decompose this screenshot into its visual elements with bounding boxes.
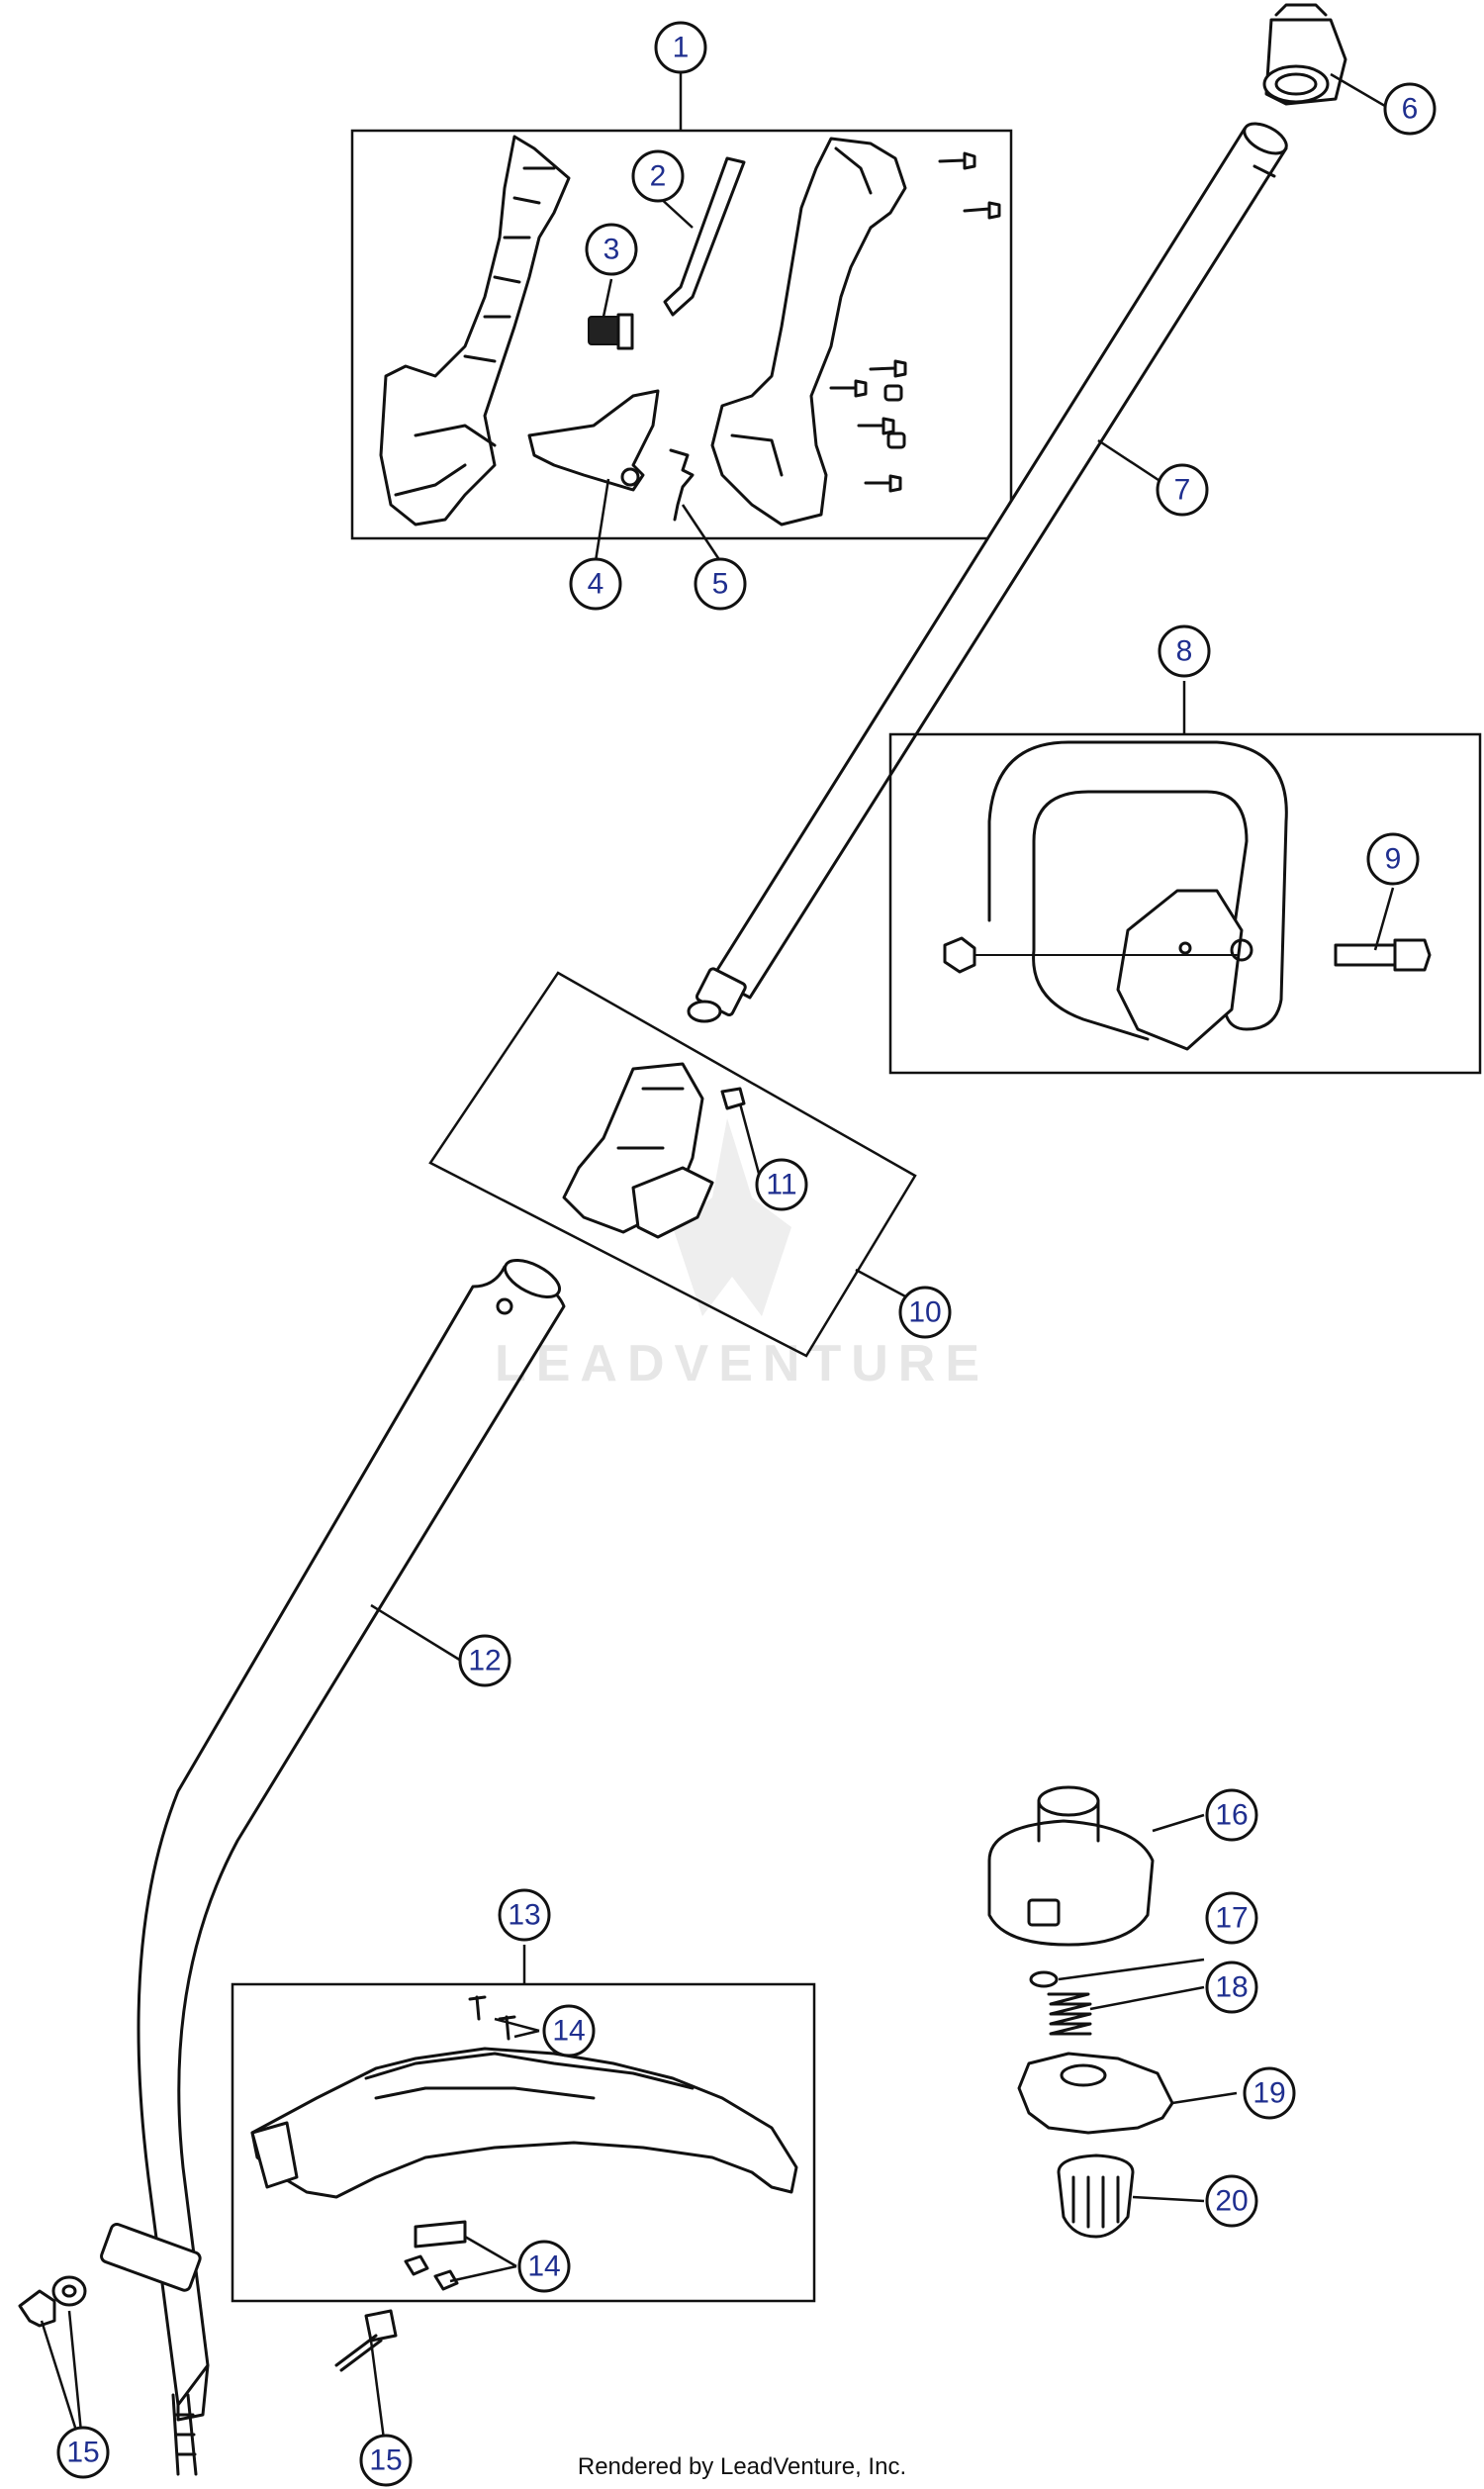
svg-text:14: 14 [552, 2015, 585, 2048]
shaft-coupler-assembly [428, 971, 917, 1358]
callout-5: 5 [694, 557, 747, 611]
trimmer-head [987, 1785, 1174, 2239]
callout-19: 19 [1243, 2066, 1296, 2120]
svg-text:8: 8 [1176, 635, 1193, 668]
wing-nut [18, 2289, 56, 2328]
callout-1: 1 [654, 21, 707, 74]
switch-rod [663, 156, 746, 317]
svg-text:16: 16 [1215, 1799, 1248, 1832]
svg-text:14: 14 [527, 2250, 560, 2283]
right-handle-housing [710, 137, 907, 527]
assist-handle-clamp [1116, 889, 1244, 1051]
mounting-hardware [18, 2275, 398, 2372]
callout-3: 3 [585, 223, 638, 276]
svg-text:11: 11 [766, 1169, 796, 1201]
guard-assembly [231, 1982, 816, 2303]
spool-washer [1029, 1970, 1059, 1988]
assist-handle-bolt [1334, 938, 1432, 972]
footer-credit: Rendered by LeadVenture, Inc. [578, 2453, 906, 2480]
callout-8: 8 [1158, 624, 1211, 678]
leader-lines [40, 67, 1395, 2455]
callout-2: 2 [631, 149, 685, 203]
svg-text:3: 3 [603, 234, 620, 266]
watermark-flame-logo [673, 1118, 791, 1316]
shaft-coupler-box [428, 971, 917, 1358]
watermark-text: LEADVENTURE [495, 1335, 989, 1392]
coupler-screw [720, 1087, 746, 1110]
callout-16: 16 [1205, 1788, 1258, 1842]
handle-screws [829, 151, 1001, 493]
callout-11: 11 [755, 1158, 808, 1211]
svg-text:1: 1 [673, 32, 690, 64]
left-handle-housing [379, 135, 571, 527]
callout-14-lower: 14 [517, 2240, 571, 2293]
carriage-bolt [364, 2309, 398, 2343]
callout-20: 20 [1205, 2174, 1258, 2228]
callout-14-upper: 14 [542, 2004, 596, 2058]
callout-15-right: 15 [359, 2434, 413, 2487]
svg-text:5: 5 [712, 568, 729, 601]
assist-handle-loop [987, 740, 1288, 1041]
callout-6: 6 [1383, 82, 1437, 136]
svg-text:4: 4 [588, 568, 604, 601]
svg-text:10: 10 [908, 1296, 941, 1329]
assist-handle-nut [943, 936, 976, 974]
washer [51, 2275, 87, 2307]
callout-4: 4 [569, 557, 622, 611]
spool-housing [987, 1819, 1155, 1947]
coupler-knob [631, 1166, 714, 1239]
callout-13: 13 [498, 1888, 551, 1942]
callout-15-left: 15 [56, 2426, 110, 2479]
svg-text:19: 19 [1252, 2077, 1285, 2110]
throttle-trigger [527, 389, 660, 492]
svg-text:6: 6 [1402, 93, 1419, 126]
trigger-spring [669, 448, 695, 522]
grass-guard [250, 2047, 798, 2199]
svg-text:13: 13 [508, 1899, 540, 1932]
shaft-coupler-cap [1262, 3, 1347, 106]
line-spool [1017, 2052, 1174, 2135]
upper-shaft [687, 122, 1288, 1023]
guard-mount-bracket [100, 2223, 202, 2292]
svg-text:15: 15 [369, 2444, 402, 2477]
svg-text:20: 20 [1215, 2185, 1248, 2218]
svg-text:2: 2 [650, 160, 667, 193]
handle-assembly [350, 129, 1013, 540]
callout-17: 17 [1205, 1891, 1258, 1945]
svg-text:15: 15 [66, 2437, 99, 2469]
watermark: LEADVENTURE [495, 1118, 989, 1392]
callout-9: 9 [1366, 832, 1420, 886]
svg-text:7: 7 [1174, 474, 1191, 507]
lower-shaft [100, 1259, 566, 2476]
callout-10: 10 [898, 1286, 952, 1339]
callout-12: 12 [458, 1634, 511, 1687]
svg-text:9: 9 [1385, 843, 1402, 876]
svg-text:12: 12 [468, 1645, 501, 1677]
callout-7: 7 [1156, 463, 1209, 517]
svg-text:18: 18 [1215, 1971, 1248, 2004]
bump-knob [1057, 2154, 1135, 2239]
spool-spring [1047, 1992, 1092, 2036]
svg-text:17: 17 [1215, 1902, 1248, 1935]
assist-handle-assembly [888, 732, 1482, 1075]
callout-18: 18 [1205, 1961, 1258, 2014]
